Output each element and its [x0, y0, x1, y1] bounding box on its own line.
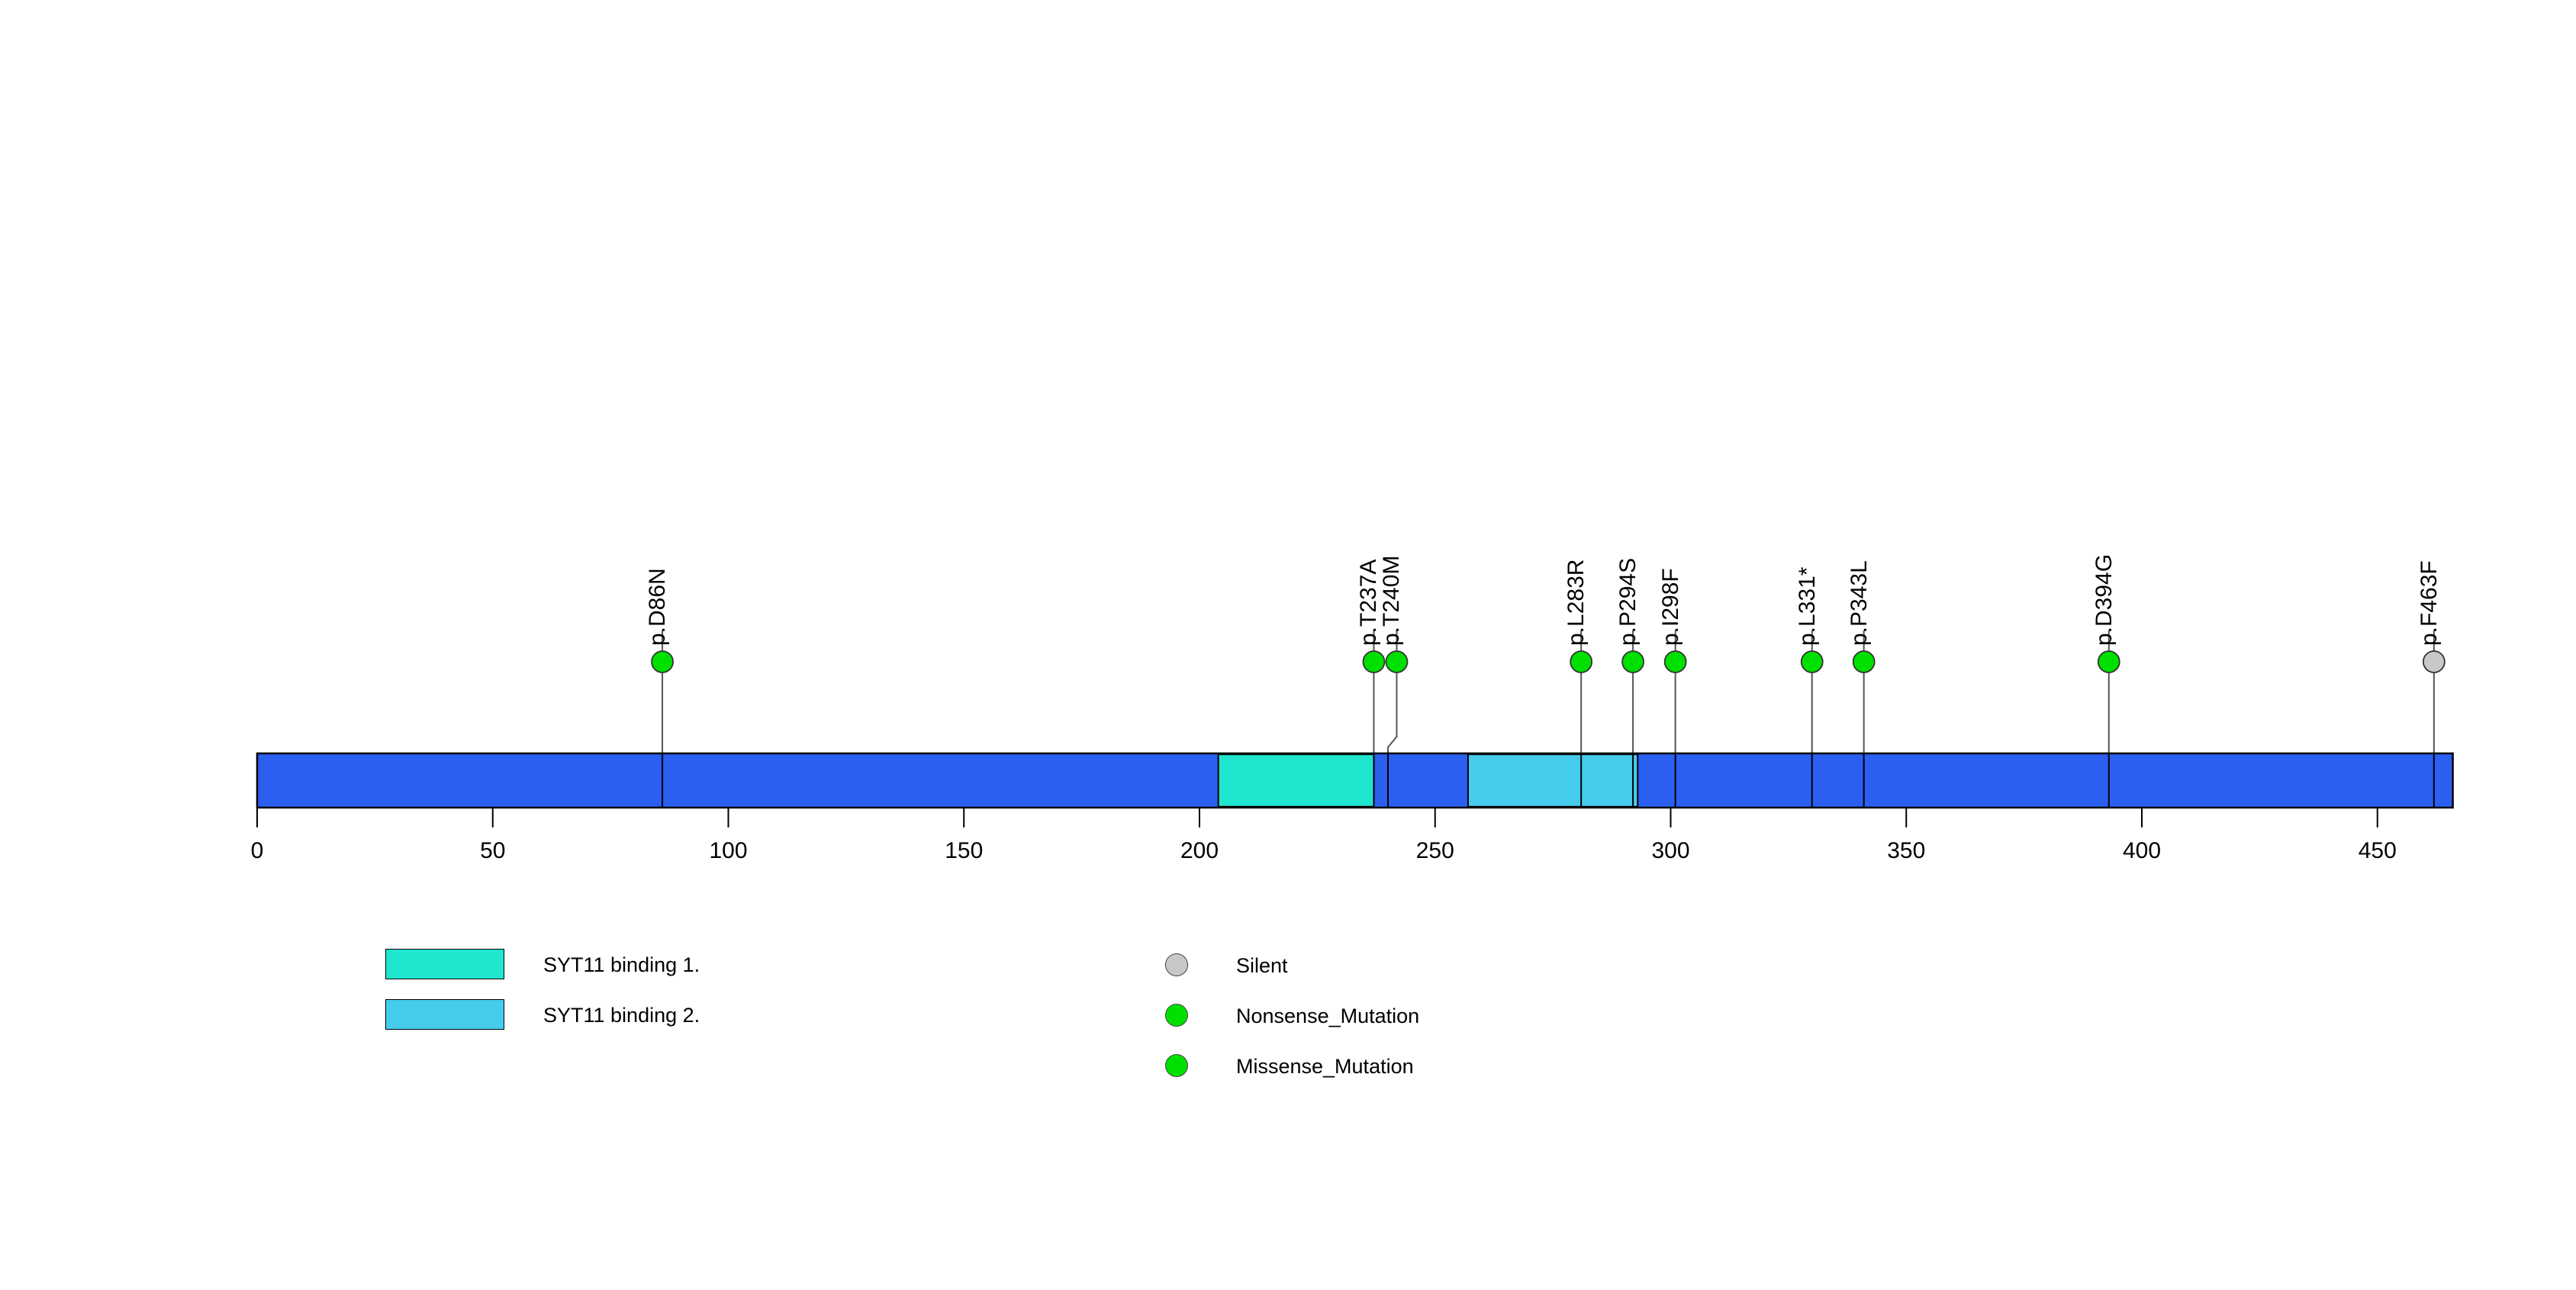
x-axis-tick-label: 350	[1887, 838, 1926, 863]
mutation-label: p.L331*	[1794, 566, 1820, 646]
x-axis-tick-label: 200	[1180, 838, 1219, 863]
x-axis-tick-label: 100	[709, 838, 748, 863]
x-axis-tick-label: 400	[2122, 838, 2162, 863]
lollipop-head[interactable]	[1852, 650, 1876, 673]
mutation-label: p.D86N	[645, 568, 671, 646]
protein-domain-2[interactable]	[1467, 753, 1639, 808]
domain-legend-label: SYT11 binding 1.	[543, 953, 700, 976]
mutation-legend-label: Silent	[1236, 954, 1288, 977]
lollipop-head[interactable]	[1621, 650, 1645, 673]
domain-legend-swatch[interactable]	[385, 999, 504, 1030]
domain-legend-swatch[interactable]	[385, 949, 504, 979]
lollipop-head[interactable]	[2097, 650, 2120, 673]
x-axis-tick-label: 0	[250, 838, 264, 863]
mutation-label: p.D394G	[2091, 553, 2117, 646]
mutation-legend-dot[interactable]	[1165, 953, 1188, 976]
mutation-legend-label: Missense_Mutation	[1236, 1055, 1414, 1078]
lollipop-head[interactable]	[1362, 650, 1386, 673]
mutation-label: p.P294S	[1615, 557, 1641, 646]
x-axis-tick-label: 50	[480, 838, 506, 863]
mutation-legend-label: Nonsense_Mutation	[1236, 1005, 1420, 1027]
x-axis-tick-label: 300	[1651, 838, 1690, 863]
lollipop-head[interactable]	[651, 650, 674, 673]
lollipop-head[interactable]	[1663, 650, 1687, 673]
mutation-label: p.F463F	[2416, 560, 2442, 646]
lollipop-head[interactable]	[1570, 650, 1593, 673]
x-axis-tick-label: 150	[945, 838, 984, 863]
protein-domain-1[interactable]	[1217, 753, 1375, 808]
mutation-label: p.P343L	[1846, 560, 1872, 646]
mutation-legend-dot[interactable]	[1165, 1004, 1188, 1027]
mutation-label: p.L283R	[1563, 559, 1589, 646]
mutation-label: p.I298F	[1657, 568, 1683, 646]
x-axis-tick-label: 450	[2358, 838, 2397, 863]
lollipop-head[interactable]	[1800, 650, 1824, 673]
mutation-label: p.T240M	[1379, 555, 1405, 646]
domain-legend-label: SYT11 binding 2.	[543, 1004, 700, 1027]
x-axis-tick-label: 250	[1415, 838, 1454, 863]
mutation-legend-dot[interactable]	[1165, 1054, 1188, 1077]
lollipop-head[interactable]	[1385, 650, 1409, 673]
lollipop-head[interactable]	[2422, 650, 2446, 673]
